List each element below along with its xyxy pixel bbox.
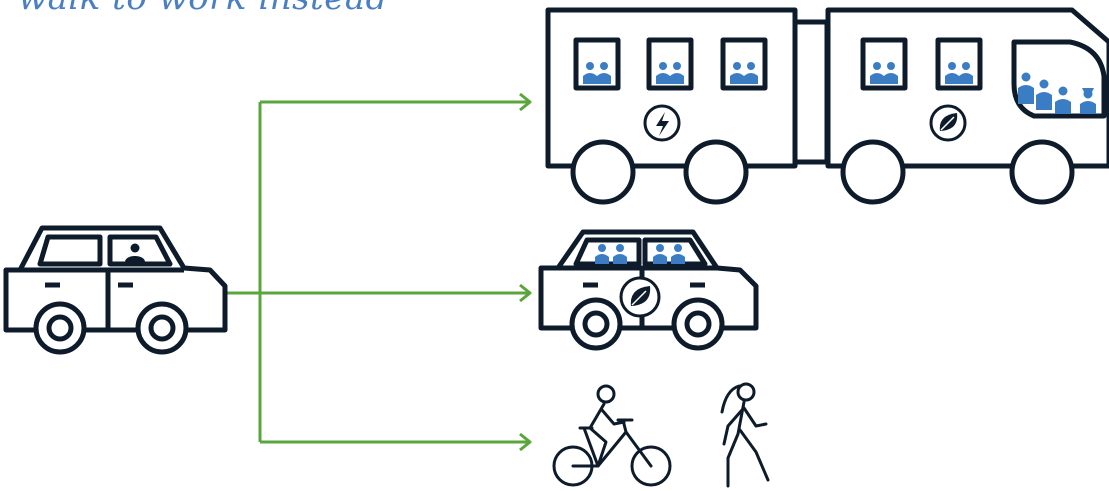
bus-window	[646, 37, 694, 91]
eco-carpool-car-icon	[538, 229, 759, 351]
car-with-driver-icon	[3, 225, 228, 355]
passenger-pair	[583, 62, 611, 84]
passenger-pair	[656, 62, 684, 84]
electric-articulated-bus-icon	[545, 7, 1109, 205]
lightning-bolt-icon	[643, 104, 681, 142]
carpool-passengers	[595, 244, 685, 264]
windshield-passengers	[1018, 72, 1096, 114]
walker-icon	[720, 382, 770, 488]
bus-window	[860, 37, 908, 91]
bus-window	[573, 37, 621, 91]
bus-passengers	[583, 62, 1096, 114]
leaf-icon	[929, 104, 967, 142]
bus-window	[935, 37, 983, 91]
arrow-to-active-travel	[260, 432, 532, 452]
branch-arrows	[225, 92, 532, 452]
caption: walk to work instead	[18, 0, 388, 18]
passenger-pair	[870, 62, 898, 84]
passenger-pair	[730, 62, 758, 84]
leaf-icon	[619, 276, 661, 318]
bus-window	[720, 37, 768, 91]
arrow-to-bus	[260, 92, 532, 112]
arrow-to-carpool	[260, 283, 532, 303]
passenger-pair	[945, 62, 973, 84]
driver-icon	[125, 243, 145, 262]
cyclist-icon	[552, 384, 672, 487]
